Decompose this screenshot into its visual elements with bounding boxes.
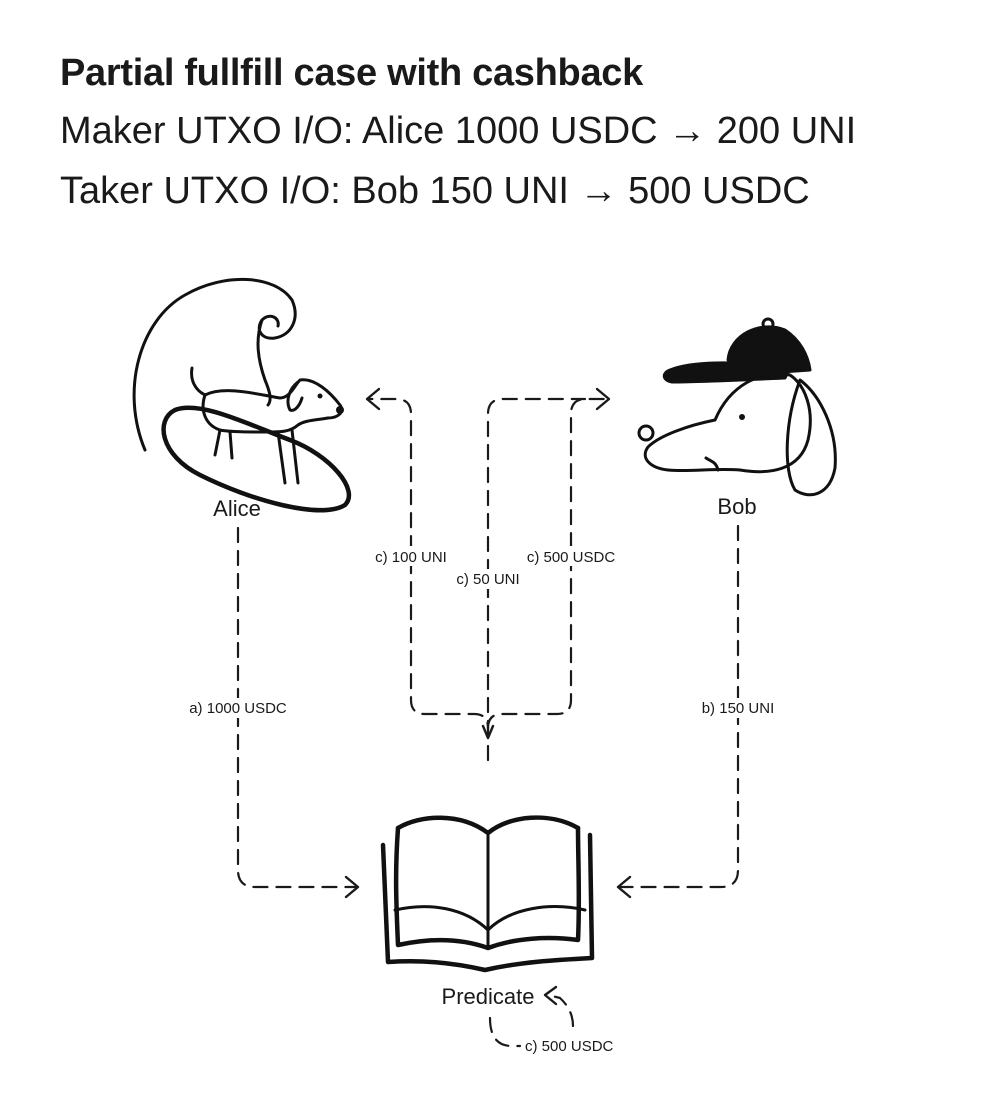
edge-c-predicate-loop	[488, 985, 575, 1048]
edge-b-bob-to-predicate	[616, 524, 740, 899]
predicate-label: Predicate	[442, 984, 535, 1009]
edge-label-c-predicate: c) 500 USDC	[525, 1038, 614, 1055]
edge-c-to-alice	[365, 387, 490, 762]
edge-label-c-change: c) 50 UNI	[456, 571, 519, 588]
bob-dog-icon	[637, 317, 837, 497]
alice-label: Alice	[213, 496, 261, 521]
diagram-title: Partial fullfill case with cashback	[60, 52, 643, 94]
edge-label-b: b) 150 UNI	[702, 700, 775, 717]
taker-io-line: Taker UTXO I/O: Bob 150 UNI → 500 USDC	[60, 170, 810, 212]
predicate-book-icon	[380, 815, 595, 973]
edge-label-c-alice: c) 100 UNI	[375, 549, 447, 566]
edge-a-alice-to-predicate	[236, 526, 360, 899]
alice-dog-icon	[132, 278, 352, 513]
edge-label-a: a) 1000 USDC	[189, 700, 287, 717]
bob-label: Bob	[717, 494, 756, 519]
edge-c-to-bob	[486, 387, 611, 730]
maker-io-line: Maker UTXO I/O: Alice 1000 USDC → 200 UN…	[60, 110, 857, 152]
edge-label-c-bob: c) 500 USDC	[527, 549, 616, 566]
edge-c-change	[481, 397, 587, 740]
